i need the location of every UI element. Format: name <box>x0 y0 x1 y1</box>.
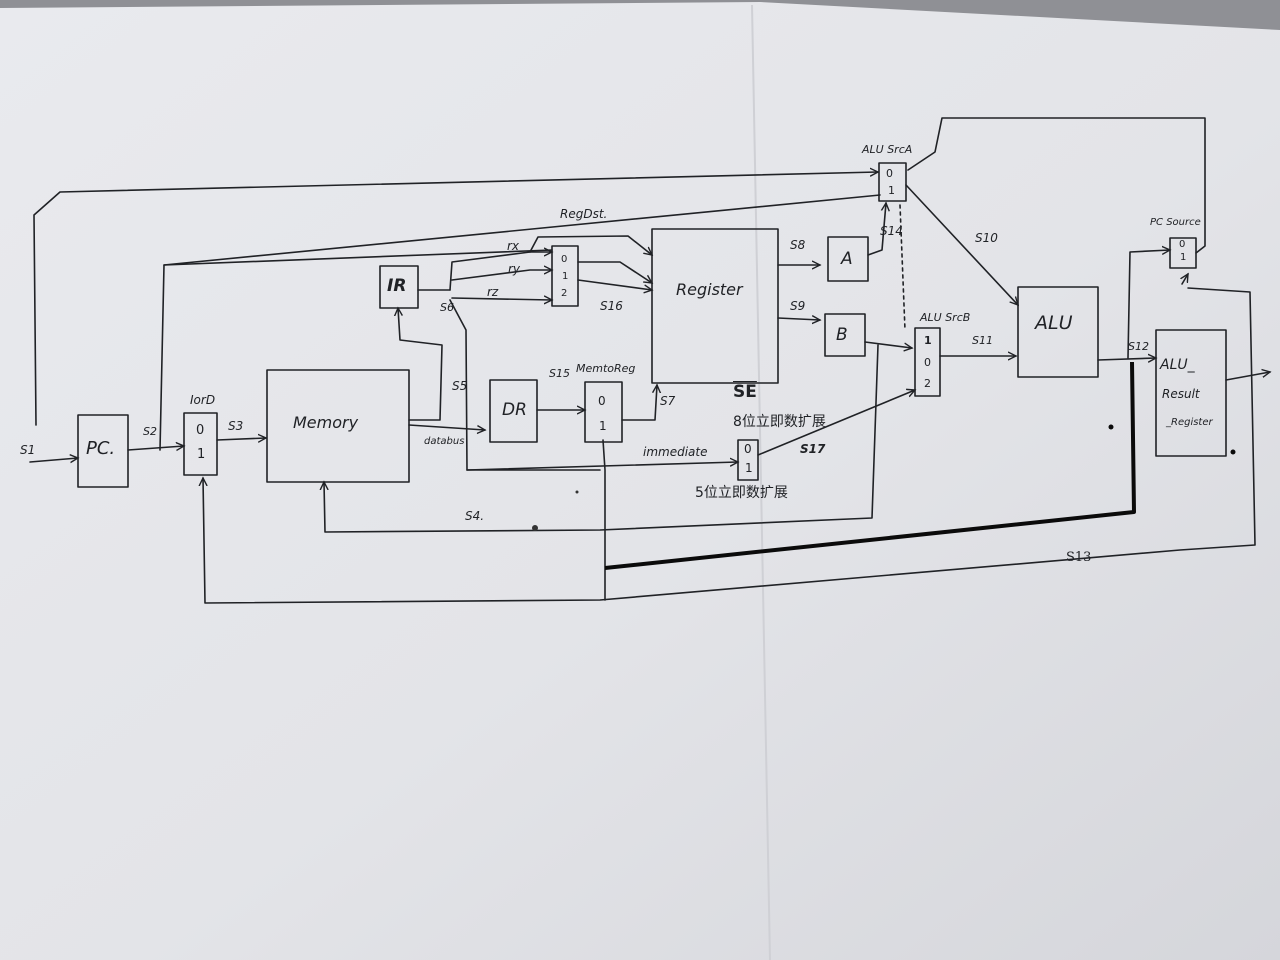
memtoreg-label: MemtoReg <box>576 363 635 374</box>
memtoreg-input-1: 1 <box>599 420 607 432</box>
alu-result-label-2: Result <box>1162 388 1200 400</box>
dr-label: DR <box>502 402 527 419</box>
pcsource-input-0: 0 <box>1179 240 1185 250</box>
signal-s8: S8 <box>790 239 805 251</box>
pcsource-input-1: 1 <box>1180 253 1186 263</box>
signal-s10: S10 <box>975 232 998 244</box>
wire-label-regdst: RegDst. <box>560 208 607 220</box>
wire-label-rx: rx <box>507 240 519 252</box>
wire-label-immediate: immediate <box>643 446 708 458</box>
wire-label-databus: databus <box>424 437 464 447</box>
signal-s2: S2 <box>143 426 157 437</box>
signal-s14: S14 <box>880 225 903 237</box>
se-input-1: 1 <box>745 462 753 474</box>
alu-result-label-3: _Register <box>1166 418 1213 428</box>
wire-label-rz: rz <box>487 286 498 298</box>
alusrca-input-0: 0 <box>886 168 893 179</box>
alusrcb-input-2: 2 <box>924 378 931 389</box>
signal-s6: S6 <box>440 302 454 313</box>
alusrca-input-1: 1 <box>888 185 895 196</box>
signal-s9: S9 <box>790 300 805 312</box>
wire-label-ry: ry <box>508 263 520 275</box>
signal-s1: S1 <box>20 444 35 456</box>
memtoreg-input-0: 0 <box>598 395 606 407</box>
alusrca-label: ALU SrcA <box>862 144 912 155</box>
se-label: SE <box>733 384 757 401</box>
signal-s16: S16 <box>600 300 623 312</box>
iord-input-1: 1 <box>197 448 205 461</box>
register-label: Register <box>676 282 743 298</box>
signal-s7: S7 <box>660 395 675 407</box>
iord-label: IorD <box>190 394 215 406</box>
signal-s11: S11 <box>972 335 993 346</box>
signal-s4: S4. <box>465 510 484 522</box>
marker-dot <box>532 525 538 531</box>
signal-s12: S12 <box>1128 341 1149 352</box>
signal-s13: S13 <box>1066 551 1091 564</box>
pc-label: PC. <box>86 440 115 458</box>
signal-s3: S3 <box>228 420 243 432</box>
memory-label: Memory <box>293 415 358 431</box>
se-input-0: 0 <box>744 443 752 455</box>
se-note-bottom: 5位立即数扩展 <box>695 486 788 500</box>
alusrcb-label: ALU SrcB <box>920 312 970 323</box>
signal-s17: S17 <box>800 443 825 455</box>
marker-dot <box>1109 425 1114 430</box>
alu-result-label-1: ALU_ <box>1160 358 1195 372</box>
se-note-top: 8位立即数扩展 <box>733 415 826 429</box>
alusrcb-input-0: 0 <box>924 357 931 368</box>
a-label: A <box>841 251 853 268</box>
regdst-input-1: 1 <box>562 272 568 282</box>
regdst-input-0: 0 <box>561 255 567 265</box>
alusrcb-input-1: 1 <box>924 335 932 346</box>
iord-input-0: 0 <box>196 424 204 437</box>
pcsource-label: PC Source <box>1150 218 1201 228</box>
signal-s15: S15 <box>549 368 570 379</box>
marker-dot <box>576 491 579 494</box>
regdst-input-2: 2 <box>561 289 567 299</box>
signal-s5: S5 <box>452 380 467 392</box>
ir-label: IR <box>387 278 406 295</box>
b-label: B <box>836 327 848 344</box>
alu-label: ALU <box>1035 314 1073 333</box>
marker-dot <box>1231 450 1236 455</box>
